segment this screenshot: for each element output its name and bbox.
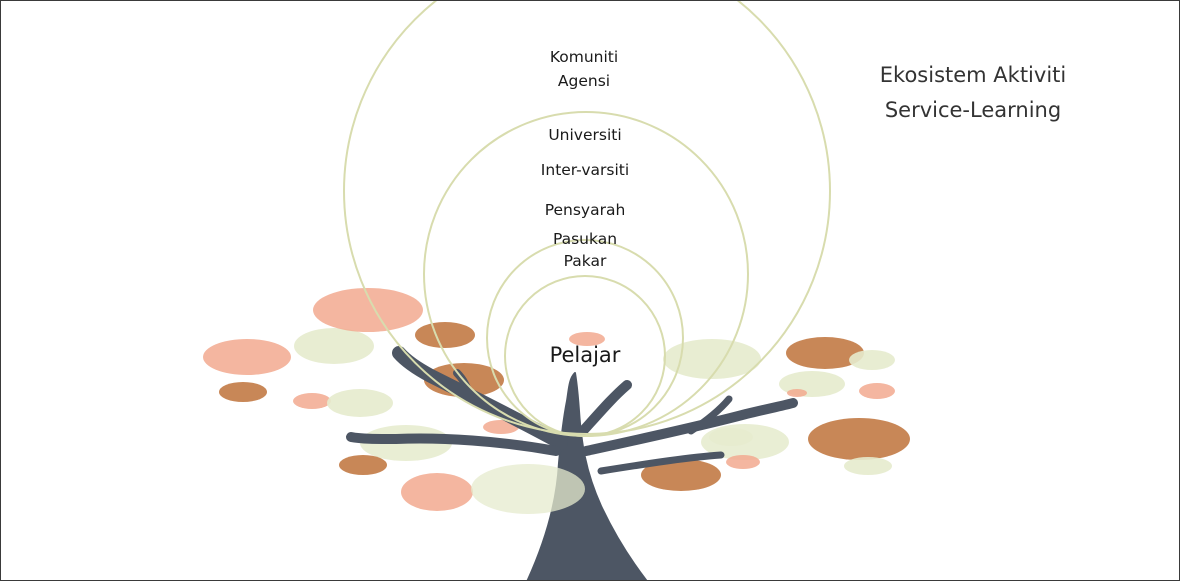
- diagram-title-line1: Ekosistem Aktiviti: [880, 63, 1066, 87]
- leaf: [313, 288, 423, 332]
- leaf: [401, 473, 473, 511]
- ring-pelajar: [504, 275, 666, 437]
- leaf: [293, 393, 331, 409]
- tree-trunk: [346, 346, 798, 580]
- leaf: [663, 339, 761, 379]
- leaves-back: [203, 288, 910, 491]
- ring-label-pasukan: Pasukan: [553, 230, 617, 248]
- diagram-title-line2: Service-Learning: [885, 98, 1061, 122]
- leaf: [471, 464, 585, 514]
- leaf: [844, 457, 892, 475]
- ecosystem-rings: [343, 1, 831, 437]
- ring-label-universiti: Universiti: [548, 126, 621, 144]
- leaf: [859, 383, 895, 399]
- leaf: [415, 322, 475, 348]
- leaf: [787, 389, 807, 397]
- leaf: [786, 337, 864, 369]
- ring-label-komuniti: Komuniti: [550, 48, 618, 66]
- ring-label-pelajar: Pelajar: [550, 343, 621, 367]
- leaf: [294, 328, 374, 364]
- ring-label-inter-varsiti: Inter-varsiti: [541, 161, 629, 179]
- ring-komuniti: [343, 1, 831, 435]
- ring-label-pakar: Pakar: [564, 252, 607, 270]
- leaf: [339, 455, 387, 475]
- leaf: [849, 350, 895, 370]
- leaf: [203, 339, 291, 375]
- leaf: [569, 332, 605, 346]
- ring-label-pensyarah: Pensyarah: [545, 201, 626, 219]
- leaf: [808, 418, 910, 460]
- leaves-front: [401, 428, 753, 514]
- leaf: [726, 455, 760, 469]
- ring-label-agensi: Agensi: [558, 72, 610, 90]
- leaf: [219, 382, 267, 402]
- leaf: [709, 428, 753, 446]
- leaf: [641, 459, 721, 491]
- leaf: [327, 389, 393, 417]
